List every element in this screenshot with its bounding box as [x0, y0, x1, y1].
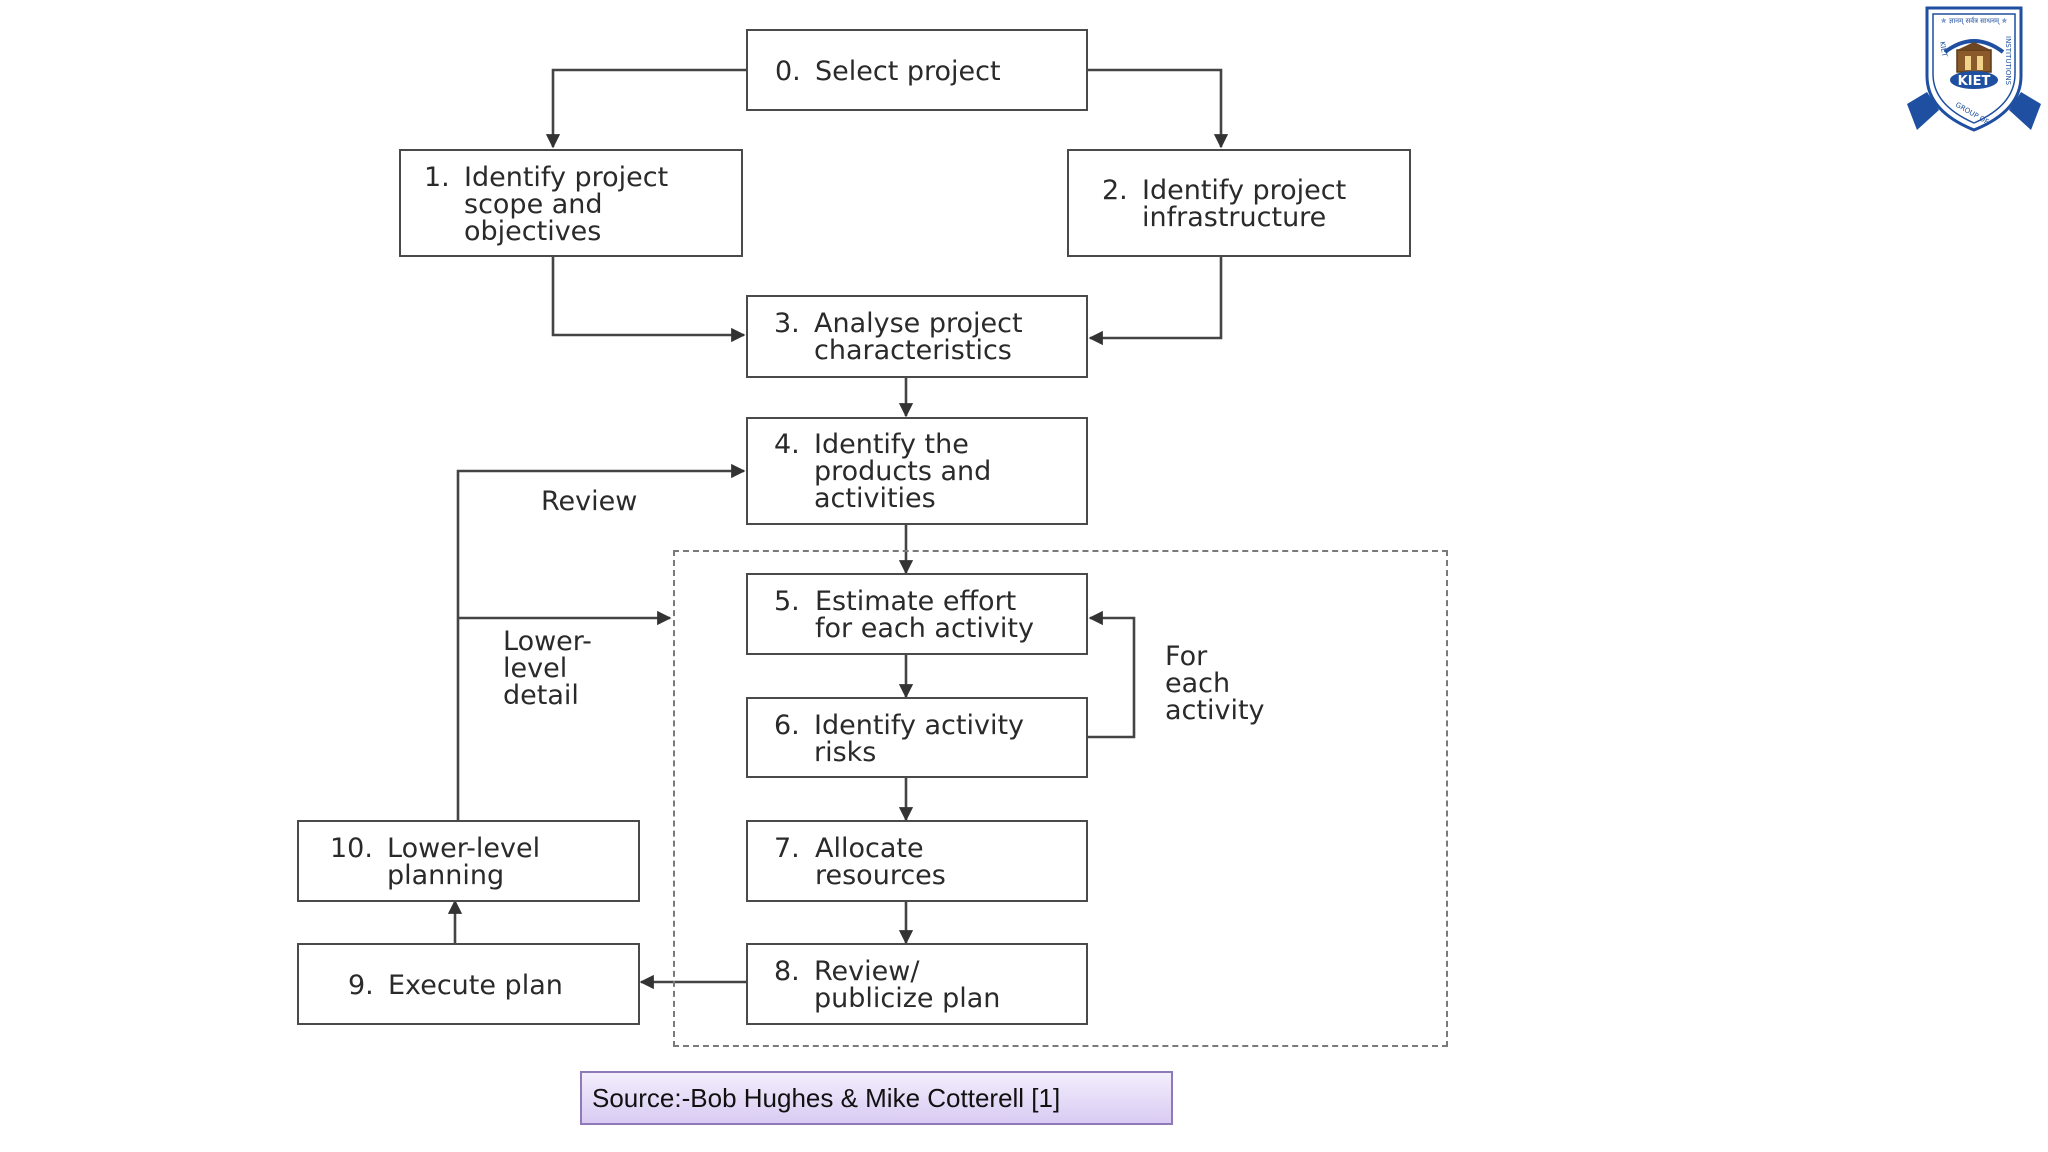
node-label: Allocate resources [815, 833, 946, 891]
node-10-lower-level-planning: 10. Lower-level planning [297, 820, 640, 902]
node-number: 5. [774, 586, 800, 617]
node-label: Analyse project characteristics [814, 308, 1023, 366]
node-number: 8. [774, 956, 800, 987]
node-number: 10. [330, 833, 373, 864]
lower-level-detail-label: Lower- level detail [503, 626, 592, 711]
node-7-allocate-resources: 7. Allocate resources [746, 820, 1088, 902]
arrow-2-to-3 [1088, 256, 1223, 346]
node-4-identify-products: 4. Identify the products and activities [746, 417, 1088, 525]
node-number: 9. [348, 970, 374, 1001]
node-8-review-publicize: 8. Review/ publicize plan [746, 943, 1088, 1025]
node-label: Select project [815, 56, 1001, 87]
svg-text:KIET: KIET [1958, 74, 1991, 89]
svg-text:✯ ज्ञानम् सर्वत्र साधनम् ✯: ✯ ज्ञानम् सर्वत्र साधनम् ✯ [1941, 16, 2008, 25]
arrow-10-to-4-review [456, 463, 746, 820]
node-5-estimate-effort: 5. Estimate effort for each activity [746, 573, 1088, 655]
node-label: Identify project infrastructure [1142, 175, 1347, 233]
node-0-select-project: 0. Select project [746, 29, 1088, 111]
node-3-analyse-characteristics: 3. Analyse project characteristics [746, 295, 1088, 378]
arrow-0-to-1 [545, 68, 747, 149]
review-label: Review [541, 486, 638, 517]
svg-text:INSTITUTIONS: INSTITUTIONS [2004, 36, 2012, 86]
node-label: Execute plan [388, 970, 563, 1001]
node-number: 6. [774, 710, 800, 741]
activity-group-boundary [673, 550, 1448, 1047]
node-number: 7. [774, 833, 800, 864]
node-label: Identify the products and activities [814, 429, 992, 514]
arrow-1-to-3 [551, 256, 746, 343]
node-1-identify-scope: 1. Identify project scope and objectives [399, 149, 743, 257]
node-number: 1. [424, 162, 450, 193]
node-number: 2. [1102, 175, 1128, 206]
node-2-identify-infrastructure: 2. Identify project infrastructure [1067, 149, 1411, 257]
arrow-6-to-5-loop [1087, 610, 1136, 739]
node-number: 4. [774, 429, 800, 460]
node-label: Review/ publicize plan [814, 956, 1001, 1014]
node-number: 3. [774, 308, 800, 339]
node-label: Lower-level planning [387, 833, 541, 891]
arrow-0-to-2 [1087, 68, 1229, 149]
node-9-execute-plan: 9. Execute plan [297, 943, 640, 1025]
source-citation: Source:-Bob Hughes & Mike Cotterell [1] [580, 1071, 1173, 1125]
node-label: Identify project scope and objectives [464, 162, 669, 247]
for-each-activity-label: For each activity [1165, 641, 1265, 726]
kiet-logo: KIET ✯ ज्ञानम् सर्वत्र साधनम् ✯ KIET INS… [1905, 6, 2043, 132]
node-6-identify-risks: 6. Identify activity risks [746, 697, 1088, 778]
node-label: Identify activity risks [814, 710, 1025, 768]
svg-text:KIET: KIET [1938, 41, 1949, 58]
node-label: Estimate effort for each activity [815, 586, 1034, 644]
node-number: 0. [775, 56, 801, 87]
